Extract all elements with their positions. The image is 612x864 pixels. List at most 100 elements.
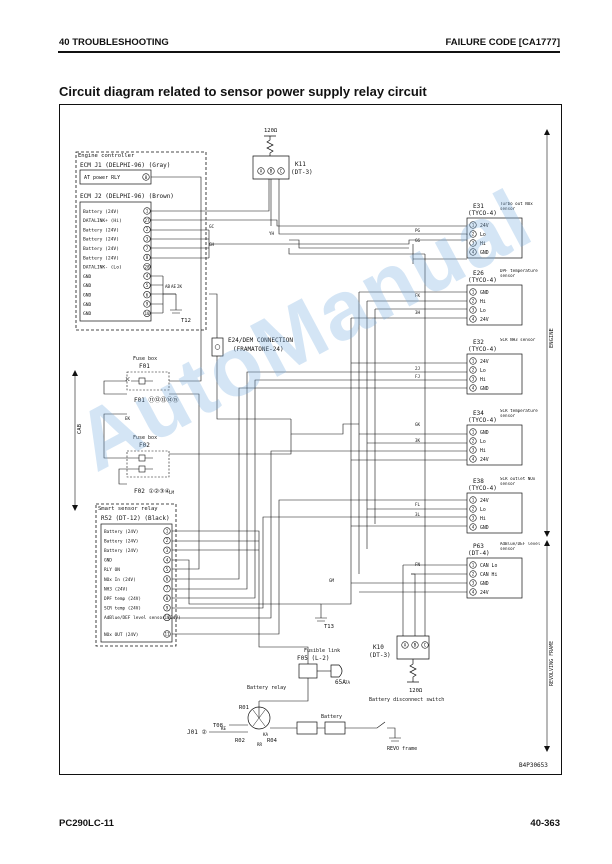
fuse-box-f01: Fuse box F01 F01 ⑪⑫⑬⑭⑮	[126, 356, 178, 404]
sensor-pin-label: Lo	[480, 232, 486, 238]
sensor-pin-label: Hi	[480, 241, 486, 247]
sensor-pin-label: Lo	[480, 507, 486, 513]
sensor-pin-label: GND	[480, 581, 489, 587]
relay-pin-label: SCR temp (24V)	[104, 606, 141, 612]
relay-pin-label: Battery (24V)	[104, 548, 138, 554]
sensor-pin-label: 24V	[480, 498, 489, 504]
sensor-pin-number: 1	[472, 290, 475, 295]
wire-code: KE	[221, 726, 227, 731]
sensor-id: P63	[473, 543, 484, 550]
sensor-pin-label: Lo	[480, 439, 486, 445]
revolving-frame-label: REVOLVING FRAME	[549, 641, 555, 686]
relay-pin-number: 8	[166, 596, 169, 601]
sensor-connector-type: (TYCO-4)	[468, 346, 497, 353]
wire-code: FK	[415, 293, 421, 298]
drawing-number: B4P30653	[519, 762, 548, 769]
ecm-pin-number: 1	[146, 209, 149, 214]
k11-pin: B	[270, 169, 273, 174]
ecm-pin-label: Battery (24V)	[83, 255, 119, 261]
e24-label: E24/DEM CONNECTION	[228, 337, 293, 344]
sensor-name: SCR NH3 sensor	[500, 338, 536, 342]
wire-code: GC	[209, 224, 215, 229]
ecm-pin-number: 27	[144, 218, 150, 223]
sensor-pin-label: Lo	[480, 308, 486, 314]
sensor-pin-label: GND	[480, 290, 489, 296]
relay-pin-number: 11	[164, 632, 170, 637]
sensor-pin-label: GND	[480, 430, 489, 436]
disconnect-title: Battery disconnect switch	[369, 697, 444, 703]
relay-pin-label: NOx In (24V)	[104, 577, 136, 583]
sensor-pin-number: 4	[472, 250, 475, 255]
ecm-pin-label: GND	[83, 283, 92, 289]
ecm-pin-number: 2	[146, 227, 149, 232]
wire-code: FL	[415, 502, 421, 507]
sensor-pin-number: 1	[472, 498, 475, 503]
sensor-pin-number: 2	[472, 368, 475, 373]
wire-code: PG	[415, 228, 421, 233]
ecm-pin-number: 5	[146, 283, 149, 288]
engine-label: ENGINE	[549, 328, 555, 348]
k11-connector-id: K11	[295, 161, 306, 168]
sensor-pin-number: 4	[472, 590, 475, 595]
battery-label: Battery	[321, 714, 342, 720]
relay-pin-number: 3	[166, 548, 169, 553]
ecm-pin-label: Battery (24V)	[83, 237, 119, 243]
page-number: 40-363	[530, 818, 560, 829]
ecm-pin-number: 28	[144, 264, 150, 269]
sensor-name: SCR outlet NOx sensor	[500, 477, 536, 486]
sensor-connector-type: (TYCO-4)	[468, 210, 497, 217]
sensor-pin-label: Hi	[480, 377, 486, 383]
relay-terminal-r02: R02	[235, 738, 245, 744]
relay-pin-label: AdBlue/DEF level sensor (24V)	[104, 615, 181, 621]
sensor-pin-number: 1	[472, 563, 475, 568]
sensor-pin-number: 2	[472, 299, 475, 304]
relay-pin-label: NOx OUT (24V)	[104, 632, 138, 638]
wire-code: FN	[415, 562, 421, 567]
wire-code: KA	[263, 732, 269, 737]
sensor-pin-number: 2	[472, 572, 475, 577]
k11-resistor-value: 120Ω	[264, 128, 278, 134]
sensor-pin-label: 24V	[480, 317, 489, 323]
ecm-box-title: Engine controller	[78, 153, 135, 159]
f01-id: F01	[139, 363, 150, 370]
ecm-pin-label: GND	[83, 274, 92, 280]
sensor-pin-label: 24V	[480, 359, 489, 365]
k10-pin: C	[424, 643, 427, 648]
ecm-j1-title: ECM J1 (DELPHI-96) (Gray)	[80, 162, 170, 169]
relay-pin-number: 9	[166, 605, 169, 610]
ecm-pin-number: 9	[146, 302, 149, 307]
wiring	[103, 176, 468, 718]
k11-pin: A	[260, 169, 263, 174]
sensor-name: AdBlue/DEF level sensor	[500, 542, 541, 551]
sensor-id: E31	[473, 203, 484, 210]
relay-pin-number: 6	[166, 577, 169, 582]
sensor-pin-label: GND	[480, 386, 489, 392]
ecm-pin-label: GND	[83, 311, 92, 317]
sensor-connector-type: (TYCO-4)	[468, 417, 497, 424]
relay-connector: R52 (DT-12) (Black)	[101, 515, 170, 522]
sensor-pin-label: Lo	[480, 368, 486, 374]
ecm-j1-pin-number: 8	[145, 175, 148, 180]
k10-resistor-value: 120Ω	[409, 688, 423, 694]
sensor-pin-number: 3	[472, 308, 475, 313]
fusible-link-title: Fusible link	[304, 648, 340, 654]
sensor-pin-number: 4	[472, 457, 475, 462]
smart-sensor-relay: Smart sensor relay R52 (DT-12) (Black) B…	[95, 503, 181, 647]
ecm-pin-label: GND	[83, 293, 92, 299]
ground-symbols: T12 T13	[170, 294, 334, 630]
relay-pin-label: GND	[104, 558, 112, 564]
k10-pin: B	[414, 643, 417, 648]
wire-code: 7A	[345, 680, 351, 685]
f01-title: Fuse box	[133, 356, 157, 362]
boundary-arrows: ENGINE REVOLVING FRAME	[544, 129, 555, 752]
sensor-pin-number: 3	[472, 448, 475, 453]
diagram-frame	[59, 104, 562, 775]
